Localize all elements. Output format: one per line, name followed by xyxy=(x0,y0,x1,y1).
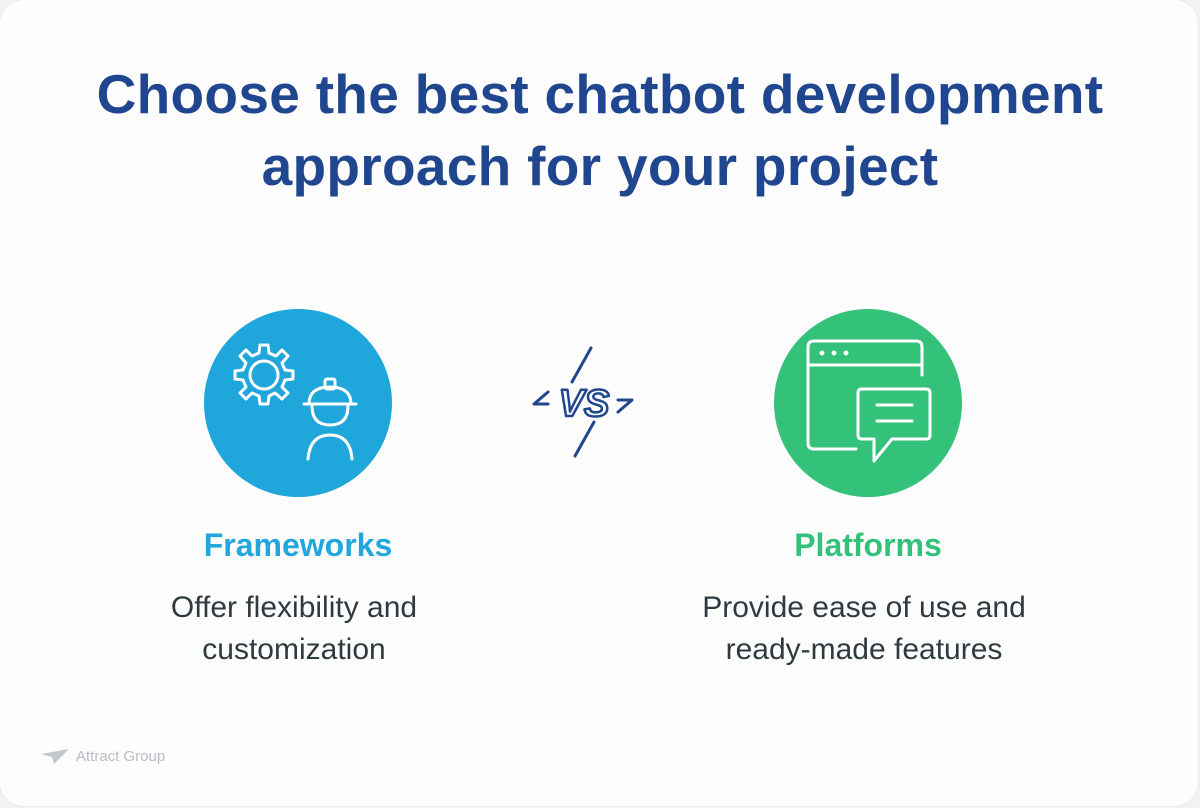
platforms-description: Provide ease of use and ready-made featu… xyxy=(634,587,1094,671)
platforms-desc-line-1: Provide ease of use and xyxy=(702,591,1026,624)
gear-worker-icon xyxy=(233,343,358,461)
brand-name: Attract Group xyxy=(76,747,166,765)
frameworks-description: Offer flexibility and customization xyxy=(64,587,524,671)
page-title: Choose the best chatbot development appr… xyxy=(0,58,1200,202)
frameworks-desc-line-1: Offer flexibility and xyxy=(170,591,418,624)
title-line-2: approach for your project xyxy=(261,135,939,197)
brand-watermark: Attract Group xyxy=(40,746,165,766)
frameworks-desc-line-2: customization xyxy=(202,633,386,666)
frameworks-icon-circle xyxy=(204,309,392,497)
browser-chat-icon xyxy=(806,339,932,463)
platforms-desc-line-2: ready-made features xyxy=(725,633,1003,666)
frameworks-heading: Frameworks xyxy=(203,527,393,563)
platforms-heading: Platforms xyxy=(794,527,942,563)
vs-label: VS xyxy=(559,383,610,425)
platforms-icon-circle xyxy=(774,309,962,497)
attract-group-logo-icon xyxy=(41,749,69,764)
vs-lightning-icon: VS xyxy=(532,346,634,458)
title-line-1: Choose the best chatbot development xyxy=(96,63,1104,125)
